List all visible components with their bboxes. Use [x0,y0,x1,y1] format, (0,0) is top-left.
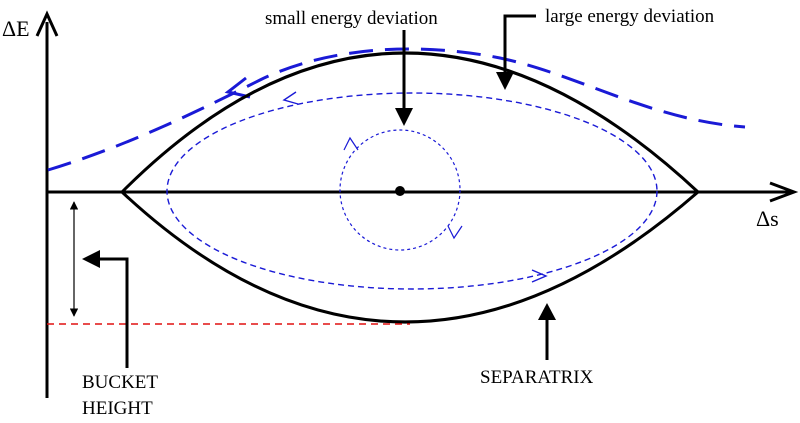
small-deviation-pointer-head [395,108,413,126]
bucket-height-label-line2: HEIGHT [82,398,153,419]
inner-orbit [166,92,658,290]
bucket-height-pointer [96,257,129,368]
position-axis-arrowhead [769,181,799,203]
bucket-height-pointer-head [82,250,100,268]
large-deviation-direction-arrow [224,76,251,99]
energy-axis-label: ΔE [2,16,30,41]
inner-orbit-bottom-arrow [531,269,548,283]
energy-axis-arrowhead [35,10,59,37]
separatrix-curve [119,51,701,324]
position-axis-label: Δs [756,206,779,231]
inner-orbit-top-arrow [282,91,299,105]
synchronous-point [395,186,405,196]
separatrix-label: SEPARATRIX [480,367,594,388]
large-deviation-pointer-head [496,72,514,90]
small-orbit-left-arrow [343,136,359,151]
large-deviation-trajectory [47,47,746,172]
small-orbit-right-arrow [447,225,463,240]
large-deviation-label: large energy deviation [545,6,715,27]
small-deviation-orbit [339,129,461,251]
bucket-height-label-line1: BUCKET [82,372,158,393]
separatrix-pointer-head [538,303,556,320]
small-deviation-label: small energy deviation [265,8,438,29]
large-deviation-pointer [503,14,536,74]
